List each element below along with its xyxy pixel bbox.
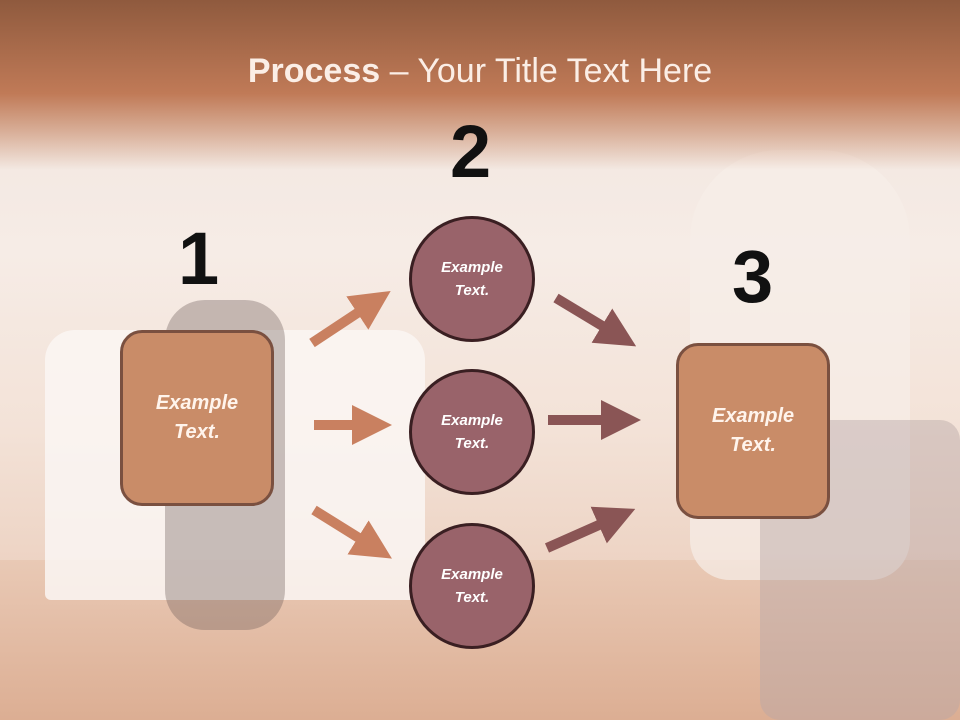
step-3-text: Example Text.: [711, 405, 795, 456]
step-number-2: 2: [450, 110, 492, 193]
step-number-3: 3: [732, 235, 774, 318]
step-2-circle-bottom[interactable]: Example Text.: [409, 523, 535, 649]
circle-middle-text: Example Text.: [441, 412, 503, 452]
title-bold: Process: [247, 52, 381, 90]
step-number-1: 1: [178, 217, 220, 300]
step-2-circle-top[interactable]: Example Text.: [409, 216, 535, 342]
title-band: [0, 0, 960, 170]
step-2-circle-middle[interactable]: Example Text.: [409, 369, 535, 495]
arrow-left-to-top: [309, 290, 391, 348]
arrow-top-to-right: [553, 293, 637, 347]
title-rest: – Your Title Text Here: [380, 52, 713, 90]
circle-top-text: Example Text.: [441, 259, 503, 299]
arrow-left-to-bottom: [311, 505, 392, 559]
slide-title[interactable]: Process – Your Title Text Here: [0, 52, 960, 91]
step-1-text: Example Text.: [155, 392, 239, 443]
step-3-box[interactable]: Example Text.: [676, 343, 830, 519]
step-1-box[interactable]: Example Text.: [120, 330, 274, 506]
arrow-bottom-to-right: [544, 506, 636, 553]
circle-bottom-text: Example Text.: [441, 566, 503, 606]
